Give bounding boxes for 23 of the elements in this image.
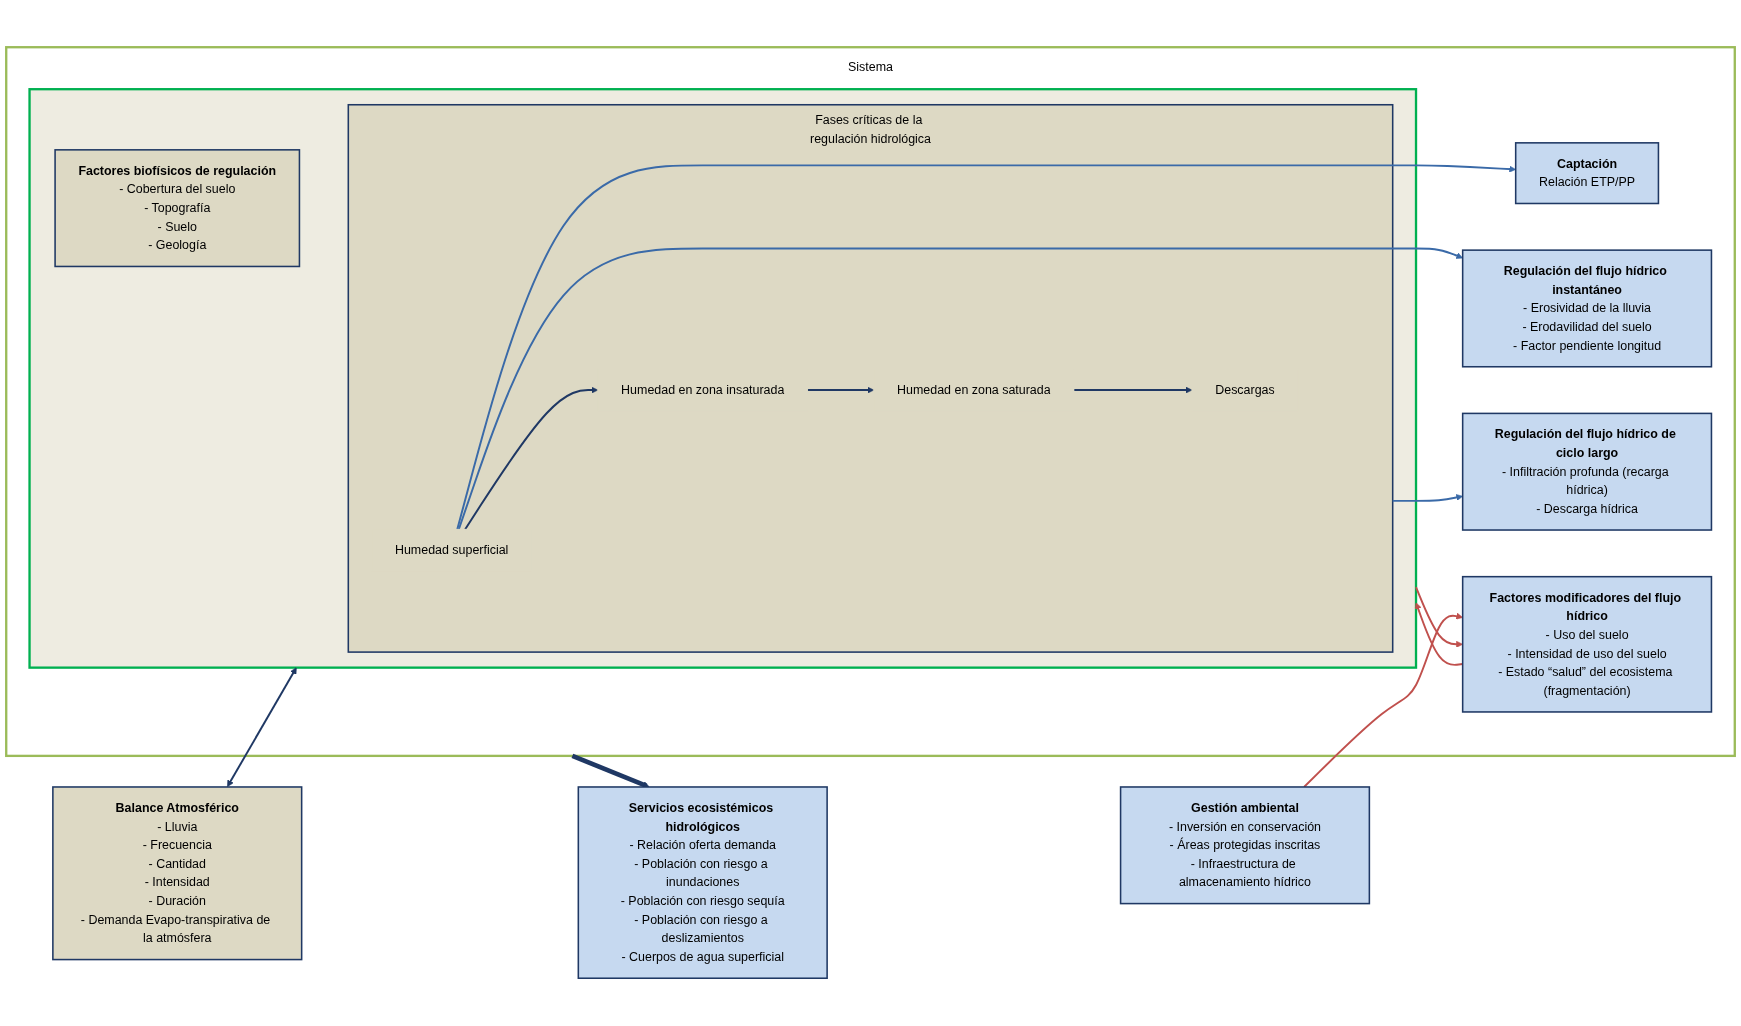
node-box: Regulación del flujo hídrico de ciclo largo - Infiltración profunda (recarga hídrica) - Descarga hídrica — [1461, 412, 1713, 532]
node-text: Humedad superficial — [394, 543, 509, 557]
arrow — [1072, 386, 1193, 394]
node-box: Balance Atmosférico - Lluvia - Frecuencia - Cantidad - Intensidad - Duración - Demanda Evapo-transpirativa de la atmósfera — [52, 786, 303, 961]
node-text: Humedad en zona insaturada — [621, 383, 785, 397]
node-text: Descargas — [1215, 383, 1275, 397]
cluster — [28, 88, 1418, 670]
arrow — [1391, 494, 1463, 503]
node-box: Factores modificadores del flujo hídrico - Uso del suelo - Intensidad de uso del suelo - Estado “salud” del ecosistema (fragmentación) — [1461, 576, 1713, 713]
node-text: Humedad en zona saturada — [897, 383, 1051, 397]
node-box: Gestión ambiental - Inversión en conservación - Áreas protegidas inscritas - Infraestructura de almacenamiento hídrico — [1119, 786, 1371, 905]
node-box: Captación Relación ETP/PP — [1514, 142, 1660, 205]
node-box: Servicios ecosistémicos hidrológicos - Relación oferta demanda - Población con riesgo a inundaciones - Población con riesgo sequía - Población con riesgo a deslizamientos - Cuerpos de agua superficial — [577, 786, 828, 980]
arrow — [806, 386, 875, 394]
node-box: Regulación del flujo hídrico instantáneo - Erosividad de la lluvia - Erodavilidad del suelo - Factor pendiente longitud — [1461, 249, 1713, 368]
arrow — [227, 667, 297, 788]
arrow — [1303, 613, 1463, 789]
arrow — [464, 386, 599, 531]
node-box: Factores biofísicos de regulación - Cobertura del suelo - Topografía - Suelo - Geología — [54, 149, 301, 268]
arrow — [571, 754, 650, 789]
arrow — [457, 247, 1463, 531]
arrow — [1415, 586, 1463, 648]
arrow — [456, 164, 1516, 531]
